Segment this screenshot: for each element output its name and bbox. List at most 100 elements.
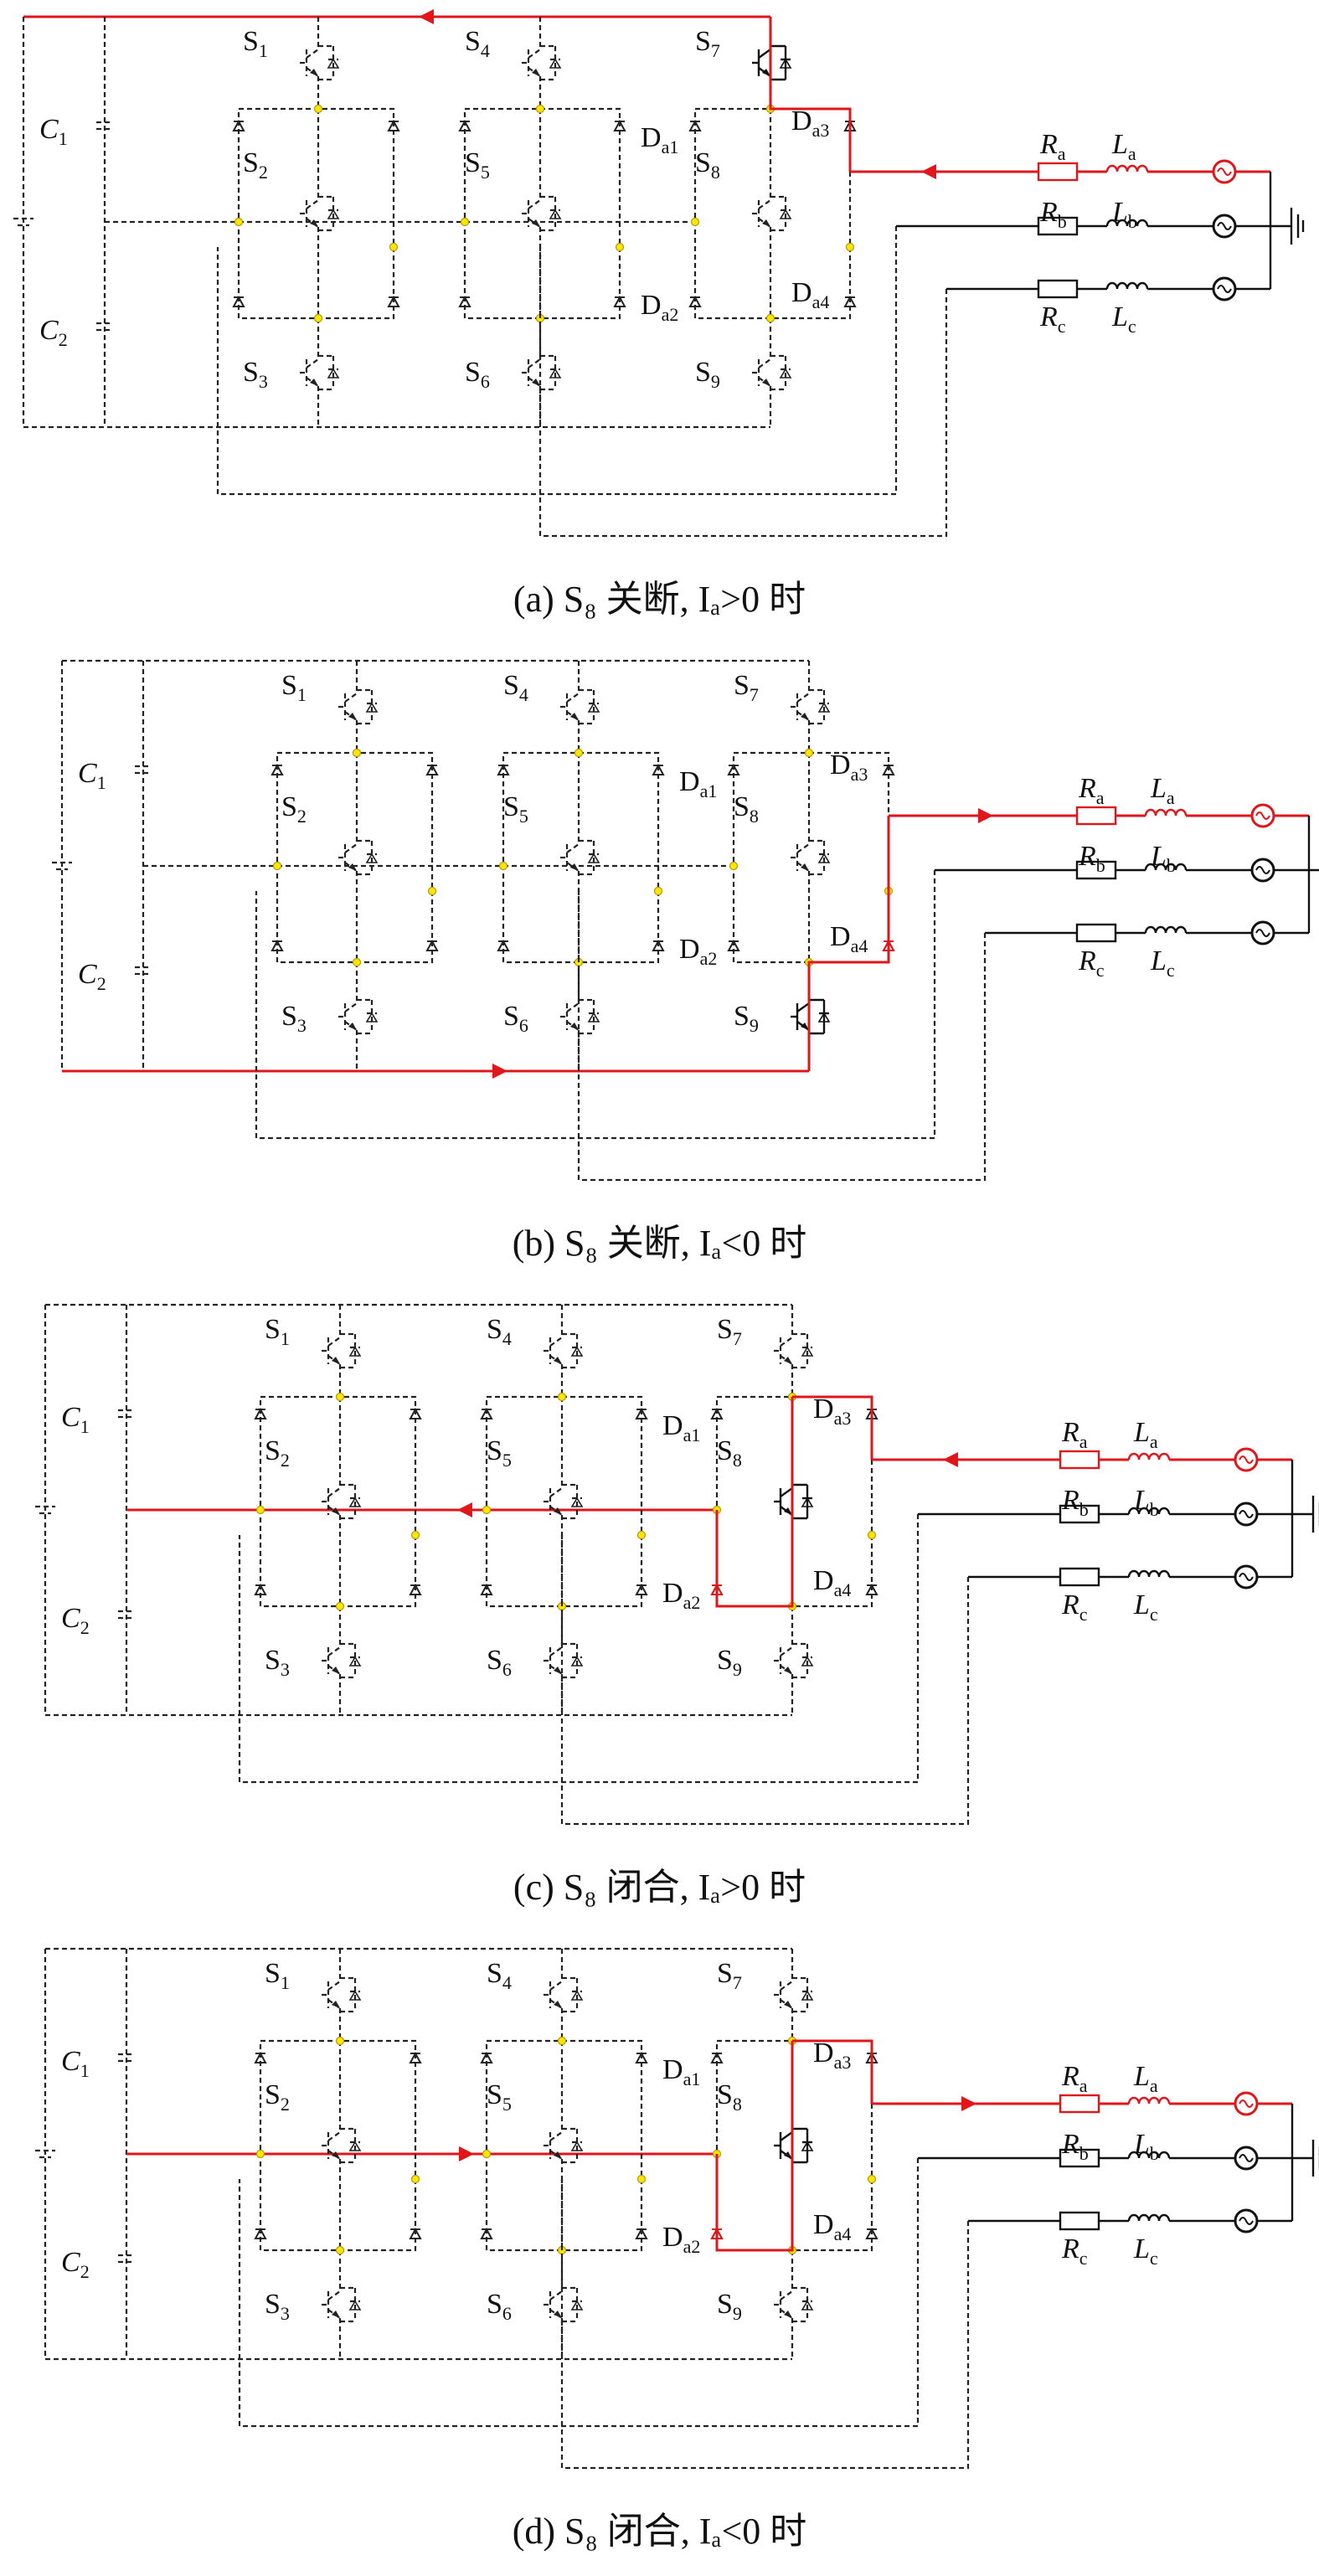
capacitor-c2 (135, 966, 152, 976)
label-c1: C1 (78, 758, 106, 793)
phase-b-return (216, 226, 898, 496)
label-s9: S9 (717, 2289, 742, 2324)
junction-node (867, 2174, 877, 2184)
clamp-diode (409, 2227, 422, 2239)
clamp-box (259, 1395, 417, 1608)
wire (758, 199, 771, 209)
switch-s4 (544, 1949, 584, 2041)
diode-symbol (801, 1990, 814, 2001)
switch-s3 (338, 962, 379, 1071)
emitter-arrow (332, 2311, 340, 2318)
diode-symbol (549, 368, 562, 379)
emitter-arrow (332, 1507, 340, 1515)
clamp-diode (865, 2227, 878, 2239)
label-rc: Rc (1078, 945, 1105, 981)
clamp-diode (843, 295, 857, 307)
clamp-diode (480, 1407, 493, 1419)
label-s6: S6 (465, 357, 490, 392)
emitter-arrow (784, 1357, 792, 1364)
label-s7: S7 (717, 1314, 742, 1349)
emitter-arrow (784, 1507, 792, 1515)
diode-symbol (817, 1012, 831, 1023)
wire (549, 2131, 563, 2141)
wire (796, 843, 810, 853)
diode-triangle (232, 295, 245, 307)
current-path (715, 1397, 794, 1608)
diode-triangle (409, 1583, 422, 1595)
wire (528, 358, 541, 368)
switch-s9 (774, 1606, 814, 1715)
emitter-arrow (554, 1507, 562, 1515)
current-path (792, 1395, 873, 1460)
diode-symbol (348, 2141, 362, 2151)
diode-symbol (570, 2141, 584, 2151)
dc-source-symbol (52, 861, 72, 871)
source-wave (1239, 2217, 1254, 2225)
label-s4: S4 (487, 1958, 512, 1993)
diode-triangle (458, 295, 471, 307)
emitter-arrow (348, 863, 357, 871)
diode-triangle (688, 119, 702, 131)
emitter-arrow (801, 1023, 809, 1030)
wire (796, 693, 810, 703)
diode-triangle (710, 2227, 724, 2239)
label-lb: Lb (1150, 841, 1176, 876)
junction-node (653, 886, 663, 896)
diode-triangle (635, 2051, 648, 2063)
label-da2: Da2 (662, 2222, 700, 2257)
diode-triangle (497, 763, 510, 775)
junction-node (335, 2245, 345, 2255)
label-s8: S8 (717, 2079, 742, 2115)
diode-symbol (570, 1990, 584, 2001)
junction-node (482, 2149, 492, 2159)
wire (327, 1487, 341, 1497)
switch-s4 (522, 17, 562, 109)
label-s5: S5 (465, 147, 490, 183)
diode-triangle (232, 119, 245, 131)
junction-node (729, 861, 739, 871)
switch-s3 (322, 1606, 362, 1715)
label-la: La (1133, 2061, 1158, 2096)
current-path (769, 17, 852, 172)
wire (327, 2290, 341, 2300)
emitter-arrow (784, 1667, 792, 1674)
label-da4: Da4 (791, 277, 829, 312)
figure-caption: (a) S₈ 关断, Iₐ>0 时 (513, 579, 806, 620)
phase-b-return (238, 1514, 920, 1784)
phase-b-return (255, 870, 936, 1140)
label-s3: S3 (265, 1645, 290, 1680)
junction-node (535, 104, 545, 114)
emitter-arrow (332, 1667, 340, 1674)
clamp-diode (635, 2051, 648, 2063)
diode-triangle (652, 939, 665, 951)
resistor-rc (1059, 1567, 1100, 1587)
source-b (1212, 214, 1237, 239)
emitter-arrow (801, 863, 809, 871)
label-s8: S8 (734, 791, 759, 827)
ground-symbol (1290, 208, 1305, 245)
label-s2: S2 (265, 1435, 290, 1471)
diode-symbol (779, 58, 792, 69)
label-da3: Da3 (813, 2038, 851, 2073)
label-c2: C2 (39, 315, 68, 350)
diode-triangle (270, 939, 284, 951)
label-la: La (1111, 129, 1136, 164)
source-c (1212, 276, 1237, 301)
label-ra: Ra (1061, 1417, 1088, 1452)
clamp-diode (480, 1583, 493, 1595)
label-da1: Da1 (662, 1410, 700, 1445)
clamp-diode (270, 939, 284, 951)
wire (306, 358, 319, 368)
clamp-diode (458, 119, 471, 131)
phase-c-return (560, 1535, 970, 1826)
inductor-lc (1144, 925, 1188, 934)
switch-s5 (560, 753, 600, 962)
inductor-la (1144, 808, 1188, 817)
diode-triangle (387, 295, 400, 307)
clamp-diode (425, 763, 439, 775)
diode-triangle (710, 1583, 724, 1595)
switch-s2 (300, 109, 340, 318)
clamp-diode-da2 (710, 1583, 724, 1595)
diode-triangle (480, 2227, 493, 2239)
junction-node (690, 217, 700, 227)
